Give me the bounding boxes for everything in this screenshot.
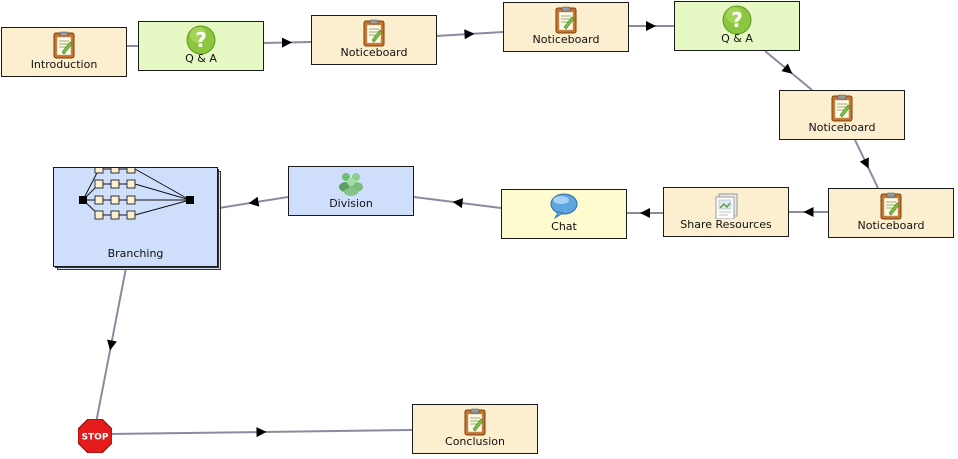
activity-label: Noticeboard: [857, 219, 925, 232]
connector-arrow: [640, 208, 650, 218]
connector-arrow: [256, 427, 267, 438]
connector-arrow: [803, 207, 814, 217]
svg-text:?: ?: [731, 8, 743, 32]
noticeboard-icon: [880, 192, 902, 224]
branching-icon: [79, 168, 194, 220]
connector-arrow: [248, 196, 260, 207]
connector-arrow: [107, 339, 117, 351]
stop-point[interactable]: STOP: [77, 418, 113, 457]
stop-label: STOP: [82, 433, 109, 443]
chat-bubble-icon: [550, 193, 578, 223]
activity-label: Division: [329, 197, 373, 210]
question-icon: ?: [722, 5, 752, 39]
connector-arrow: [464, 29, 475, 40]
noticeboard-icon: [555, 6, 577, 38]
activity-label: Branching: [107, 247, 164, 260]
activity-share-resources[interactable]: Share Resources: [663, 187, 789, 237]
stop-sign-icon: STOP: [77, 418, 113, 454]
activity-noticeboard-1[interactable]: Noticeboard: [311, 15, 437, 65]
connector-arrow: [452, 198, 464, 209]
connector-arrow: [646, 21, 656, 31]
activity-chat[interactable]: Chat: [501, 189, 627, 239]
question-icon: ?: [186, 25, 216, 59]
activity-branching[interactable]: Branching: [53, 167, 221, 270]
activity-introduction[interactable]: Introduction: [1, 27, 127, 77]
activity-label: Chat: [551, 220, 577, 233]
connector-arrow: [781, 63, 793, 74]
activity-label: Noticeboard: [808, 121, 876, 134]
svg-text:?: ?: [195, 28, 207, 52]
activity-qa-1[interactable]: ? Q & A: [138, 21, 264, 71]
activity-conclusion[interactable]: Conclusion: [412, 404, 538, 454]
activity-noticeboard-3[interactable]: Noticeboard: [779, 90, 905, 140]
noticeboard-icon: [831, 94, 853, 126]
activity-qa-2[interactable]: ? Q & A: [674, 1, 800, 51]
activity-label: Noticeboard: [340, 46, 408, 59]
connector-arrow: [859, 157, 869, 169]
group-icon: [337, 170, 365, 200]
activity-label: Conclusion: [445, 435, 505, 448]
activity-noticeboard-4[interactable]: Noticeboard: [828, 188, 954, 238]
noticeboard-icon: [53, 31, 75, 63]
activity-label: Share Resources: [680, 218, 772, 231]
branching-card: Branching: [53, 167, 218, 267]
activity-label: Noticeboard: [532, 33, 600, 46]
share-resources-icon: [713, 191, 739, 223]
activity-label: Q & A: [721, 32, 753, 45]
activity-label: Introduction: [30, 58, 98, 71]
connector-arrow: [281, 37, 292, 48]
activity-division[interactable]: Division: [288, 166, 414, 216]
noticeboard-icon: [464, 408, 486, 440]
activity-label: Q & A: [185, 52, 217, 65]
activity-noticeboard-2[interactable]: Noticeboard: [503, 2, 629, 52]
noticeboard-icon: [363, 19, 385, 51]
